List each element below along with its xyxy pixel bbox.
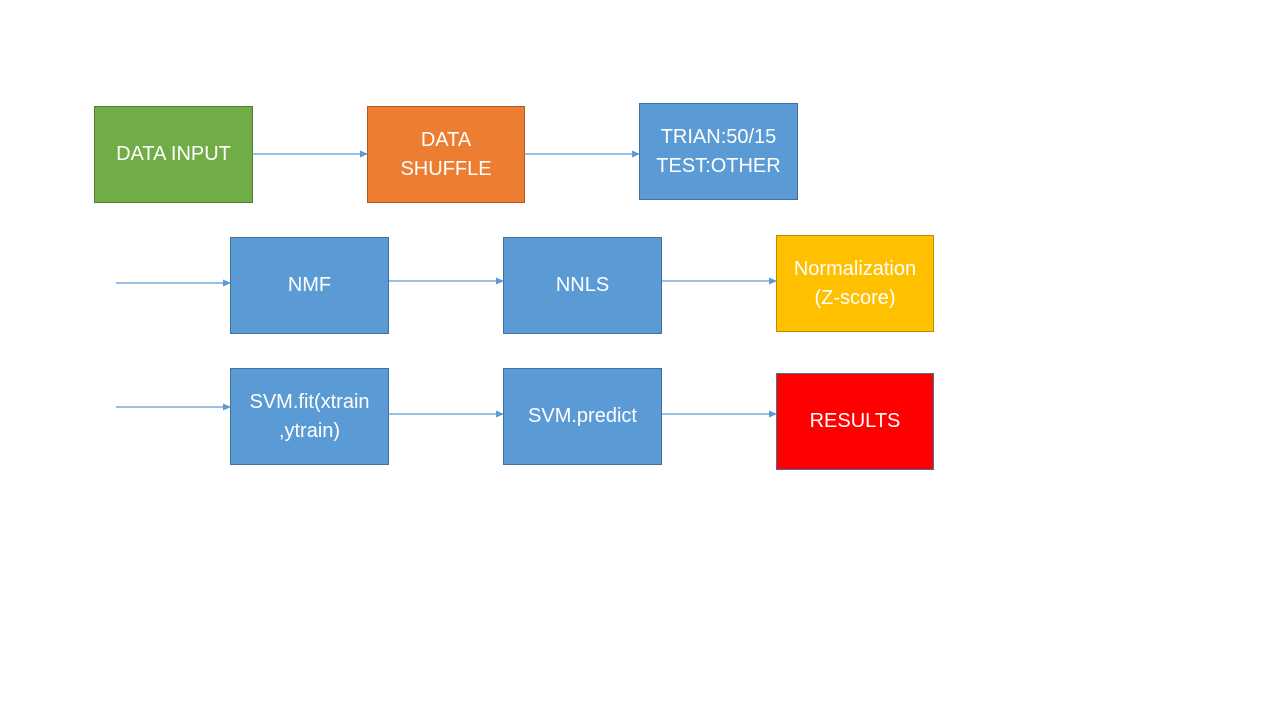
node-nmf-label: NMF <box>287 274 332 296</box>
node-normalization-label: Normalization (Z-score) <box>793 257 917 309</box>
node-nnls-label: NNLS <box>555 274 610 296</box>
node-results[interactable]: RESULTS <box>776 373 934 470</box>
node-train-test-split[interactable]: TRIAN:50/15 TEST:OTHER <box>639 103 798 200</box>
node-data-input[interactable]: DATA INPUT <box>94 106 253 203</box>
node-nnls[interactable]: NNLS <box>503 237 662 334</box>
node-svm-predict-label: SVM.predict <box>528 405 637 427</box>
node-data-input-label: DATA INPUT <box>116 143 231 165</box>
node-data-shuffle[interactable]: DATA SHUFFLE <box>367 106 525 203</box>
node-normalization[interactable]: Normalization (Z-score) <box>776 235 934 332</box>
node-svm-fit[interactable]: SVM.fit(xtrain ,ytrain) <box>230 368 389 465</box>
node-svm-fit-label: SVM.fit(xtrain ,ytrain) <box>249 390 370 442</box>
node-data-shuffle-label: DATA SHUFFLE <box>400 128 492 180</box>
node-train-test-split-label: TRIAN:50/15 TEST:OTHER <box>656 125 781 177</box>
node-svm-predict[interactable]: SVM.predict <box>503 368 662 465</box>
node-results-label: RESULTS <box>809 410 901 432</box>
node-nmf[interactable]: NMF <box>230 237 389 334</box>
